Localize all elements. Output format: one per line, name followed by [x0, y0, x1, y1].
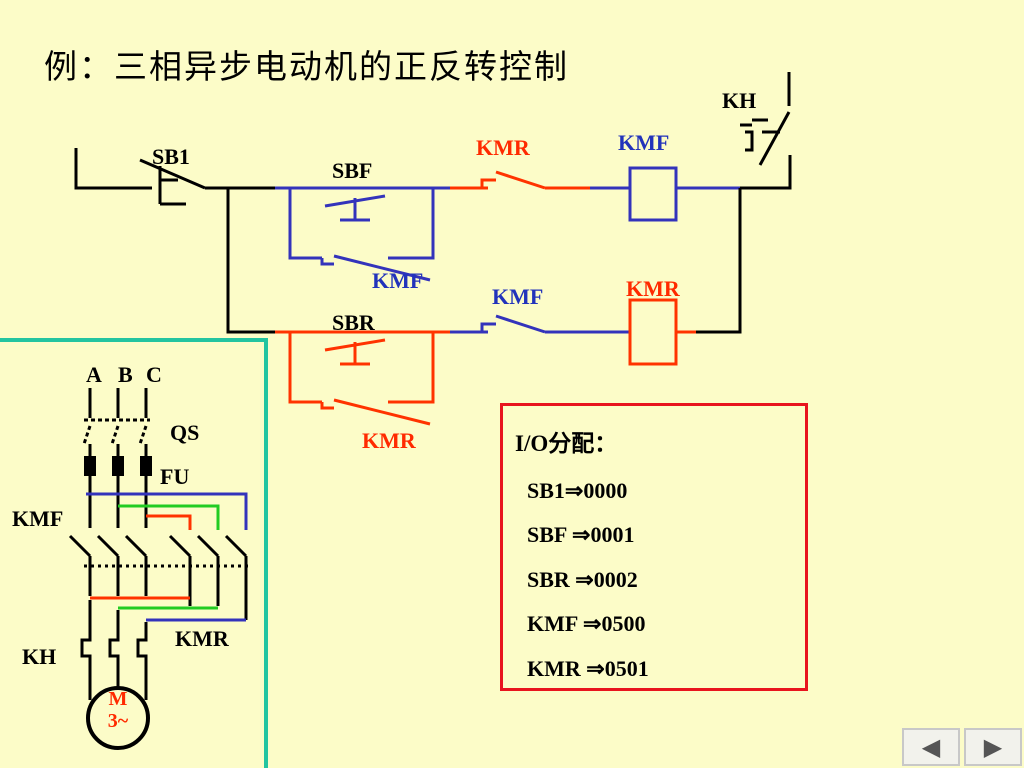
sbf-label: SBF — [332, 158, 373, 183]
io-assignment-box: I/O分配： SB1⇒0000 SBF ⇒0001 SBR ⇒0002 KMF … — [500, 403, 808, 691]
io-row-addr: 0000 — [583, 478, 628, 503]
previous-slide-button[interactable]: ◀ — [902, 728, 960, 766]
qs-label: QS — [170, 420, 200, 445]
control-circuit — [74, 72, 792, 426]
kmr-interlock-contact — [450, 170, 590, 190]
arrow-icon: ⇒ — [583, 611, 602, 636]
io-row: KMF ⇒0500 — [527, 611, 645, 637]
kmr-interlock-label: KMR — [476, 135, 530, 160]
arrow-icon: ⇒ — [564, 478, 584, 503]
io-row: SB1⇒0000 — [527, 478, 627, 504]
kh-label: KH — [722, 88, 757, 113]
io-row: SBR ⇒0002 — [527, 567, 638, 593]
kmr-coil — [628, 298, 678, 366]
kh-thermal-contact — [740, 72, 791, 166]
io-row-addr: 0501 — [604, 656, 649, 681]
fu-fuse-b — [112, 456, 124, 476]
power-kmf-label: KMF — [12, 506, 64, 531]
triangle-right-icon: ▶ — [983, 733, 1003, 761]
kmf-coil-label: KMF — [618, 130, 670, 155]
kmr-cross-green — [118, 504, 220, 530]
kmf-interlock-label: KMF — [492, 284, 544, 309]
power-panel-border — [0, 338, 268, 768]
motor-label-line1: M — [108, 688, 128, 710]
io-row-addr: 0001 — [590, 522, 635, 547]
kmr-main-contacts — [168, 534, 248, 620]
sbr-start-button — [275, 330, 450, 426]
phase-a-label: A — [86, 362, 102, 387]
io-row-addr: 0500 — [601, 611, 646, 636]
power-kmr-label: KMR — [175, 626, 229, 651]
kmr-holding-label: KMR — [362, 428, 416, 453]
power-kh-label: KH — [22, 644, 57, 669]
arrow-icon: ⇒ — [586, 656, 605, 681]
sb1-stop-button — [74, 148, 275, 206]
io-row-name: KMF — [527, 611, 583, 636]
io-row-addr: 0002 — [593, 567, 638, 592]
motor-circle — [86, 686, 150, 750]
right-bus — [696, 155, 792, 334]
page-title: 例：三相异步电动机的正反转控制 — [44, 47, 569, 86]
kmr-cross-red — [146, 514, 192, 530]
kmr-coil-label: KMR — [626, 276, 680, 301]
power-circuit — [68, 388, 250, 750]
sbf-start-button — [275, 186, 450, 282]
sbr-label: SBR — [332, 310, 375, 335]
kh-thermal-relay — [80, 632, 148, 700]
arrow-icon: ⇒ — [575, 567, 594, 592]
motor-label: M 3~ — [92, 688, 144, 732]
io-row-name: SBR — [527, 567, 576, 592]
qs-switch — [82, 418, 150, 445]
fu-label: FU — [160, 464, 190, 489]
fu-fuse-a — [84, 456, 96, 476]
next-slide-button[interactable]: ▶ — [964, 728, 1022, 766]
io-row-name: KMR — [527, 656, 587, 681]
io-row-name: SBF — [527, 522, 573, 547]
kmf-coil — [628, 166, 678, 222]
motor-label-line2: 3~ — [107, 710, 129, 732]
triangle-left-icon: ◀ — [921, 733, 941, 761]
fu-fuse-c — [140, 456, 152, 476]
kmf-cross-blue — [86, 492, 248, 530]
io-row: SBF ⇒0001 — [527, 522, 634, 548]
phase-b-label: B — [118, 362, 133, 387]
io-title: I/O分配： — [515, 431, 618, 456]
io-row-name: SB1 — [527, 478, 565, 503]
io-row: KMR ⇒0501 — [527, 656, 649, 682]
arrow-icon: ⇒ — [572, 522, 591, 547]
kmf-interlock-contact — [450, 314, 630, 334]
kmf-main-contacts — [68, 534, 148, 596]
sb1-label: SB1 — [152, 144, 190, 169]
kmf-holding-label: KMF — [372, 268, 424, 293]
phase-c-label: C — [146, 362, 162, 387]
left-bus — [226, 188, 275, 334]
